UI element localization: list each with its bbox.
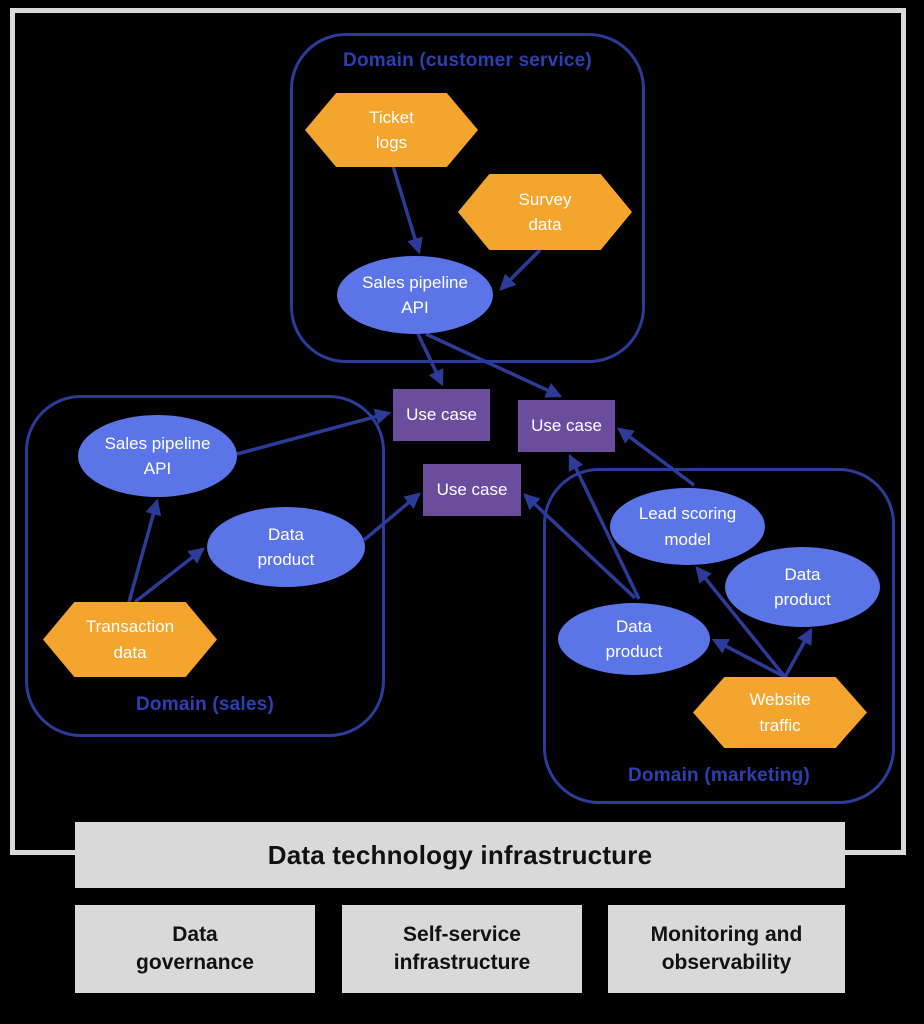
node-transaction-data-label: Transaction data xyxy=(85,617,175,662)
node-website-traffic: Website traffic xyxy=(693,677,867,748)
node-ticket-logs-label: Ticket logs xyxy=(369,107,414,153)
pillar-monitoring-observability-label: Monitoring and observability xyxy=(650,922,803,974)
infrastructure-title: Data technology infrastructure xyxy=(267,839,653,870)
domain-marketing-label: Domain (marketing) xyxy=(627,765,810,786)
domain-sales-label: Domain (sales) xyxy=(136,694,274,715)
node-data-product-marketing-right: Data product xyxy=(725,547,880,627)
node-data-product-marketing-right-label: Data product xyxy=(774,564,831,610)
node-survey-data-label: Survey data xyxy=(518,189,572,235)
node-sales-pipeline-api-cs-label: Sales pipeline API xyxy=(362,272,468,318)
node-data-product-marketing-left-label: Data product xyxy=(605,616,663,662)
use-case-2: Use case xyxy=(518,400,615,452)
node-lead-scoring-model: Lead scoring model xyxy=(610,488,765,565)
use-case-1-label: Use case xyxy=(406,405,477,424)
node-lead-scoring-model-label: Lead scoring model xyxy=(638,504,737,549)
domain-customer-service-label: Domain (customer service) xyxy=(343,50,592,71)
domain-sales: Domain (sales) xyxy=(25,395,385,737)
use-case-3-label: Use case xyxy=(436,480,508,499)
node-ticket-logs: Ticket logs xyxy=(305,93,478,167)
node-data-product-marketing-left: Data product xyxy=(558,603,710,675)
pillar-self-service-infrastructure-label: Self-service infrastructure xyxy=(393,922,531,974)
node-survey-data: Survey data xyxy=(458,174,632,250)
use-case-2-label: Use case xyxy=(531,416,602,435)
pillar-self-service-infrastructure: Self-service infrastructure xyxy=(342,905,582,993)
pillar-data-governance-label: Data governance xyxy=(136,922,254,974)
node-sales-pipeline-api-sales-label: Sales pipeline API xyxy=(104,433,211,479)
use-case-3: Use case xyxy=(423,464,521,516)
domain-marketing: Domain (marketing) xyxy=(543,468,895,804)
node-sales-pipeline-api-customer-service: Sales pipeline API xyxy=(337,256,493,334)
node-sales-pipeline-api-sales: Sales pipeline API xyxy=(78,415,237,497)
node-data-product-sales: Data product xyxy=(207,507,365,587)
node-website-traffic-label: Website traffic xyxy=(749,690,811,735)
node-transaction-data: Transaction data xyxy=(43,602,217,677)
node-data-product-sales-label: Data product xyxy=(257,524,315,570)
pillar-monitoring-observability: Monitoring and observability xyxy=(608,905,845,993)
use-case-1: Use case xyxy=(393,389,490,441)
infrastructure-bar: Data technology infrastructure xyxy=(75,822,845,888)
pillar-data-governance: Data governance xyxy=(75,905,315,993)
